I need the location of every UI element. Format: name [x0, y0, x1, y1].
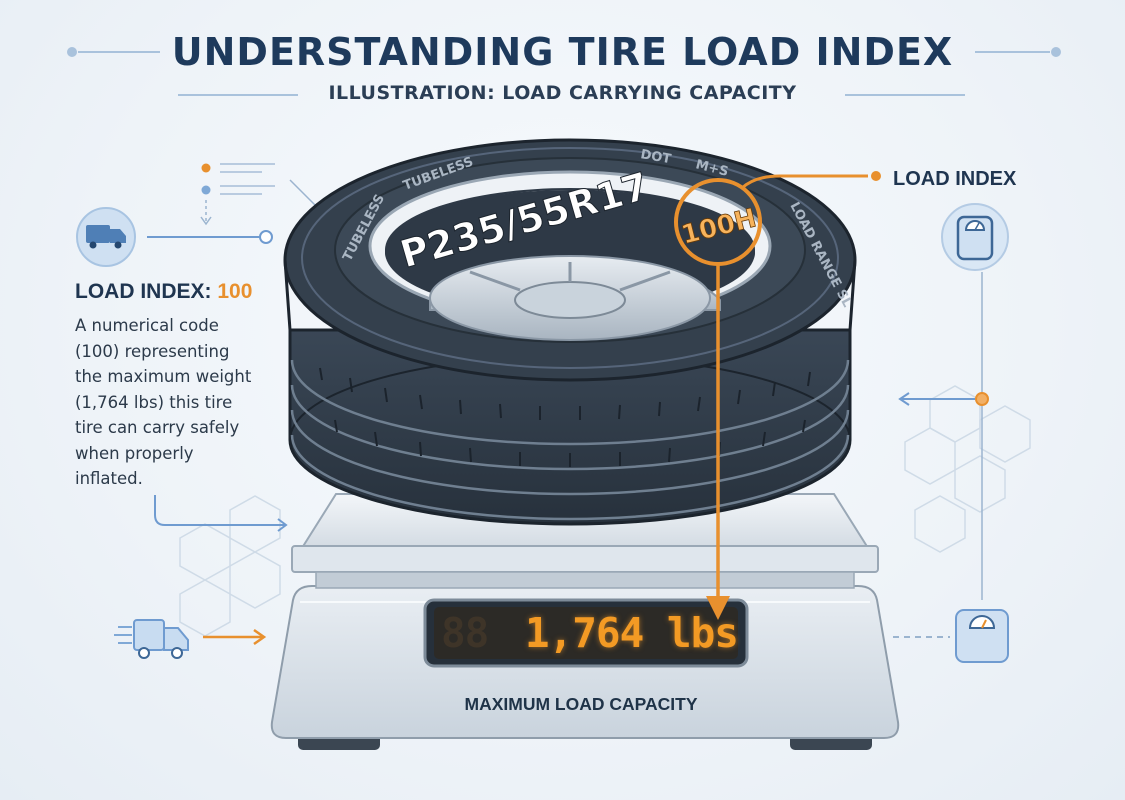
truck-arrow [203, 628, 267, 646]
description-line: tire can carry safely [75, 418, 240, 437]
truck-icon [76, 207, 136, 267]
title-decoration [67, 47, 1061, 96]
load-index-heading: LOAD INDEX: 100 [75, 280, 252, 304]
scale-display-value: 1,764 lbs [524, 609, 739, 657]
scale-caption: MAXIMUM LOAD CAPACITY [464, 694, 698, 714]
fast-truck-icon [114, 619, 189, 659]
page-subtitle: ILLUSTRATION: LOAD CARRYING CAPACITY [328, 82, 797, 104]
right-connector-line [893, 272, 989, 638]
scale-display-ghost-digits: 88 [441, 609, 489, 657]
bathroom-scale-icon [941, 203, 1009, 271]
description-line: (100) representing [75, 341, 230, 361]
description-line: the maximum weight [75, 367, 252, 386]
load-index-heading-value: 100 [217, 280, 253, 303]
sidewall-mark: DOT [639, 147, 672, 167]
description-line: A numerical code [75, 316, 219, 335]
tire [283, 138, 857, 526]
description-line: when properly [75, 443, 194, 463]
left-connector-line [147, 230, 273, 244]
description-arrow [154, 495, 288, 532]
connector-decoration [200, 163, 316, 226]
load-index-callout-label: LOAD INDEX [893, 168, 1017, 190]
load-index-heading-label: LOAD INDEX: [75, 280, 218, 303]
description-line: (1,764 lbs) this tire [75, 392, 233, 412]
page-title: UNDERSTANDING TIRE LOAD INDEX [171, 30, 954, 74]
load-index-description: A numerical code (100) representing the … [75, 313, 275, 492]
small-scale-icon [955, 609, 1009, 663]
description-line: inflated. [75, 469, 143, 488]
